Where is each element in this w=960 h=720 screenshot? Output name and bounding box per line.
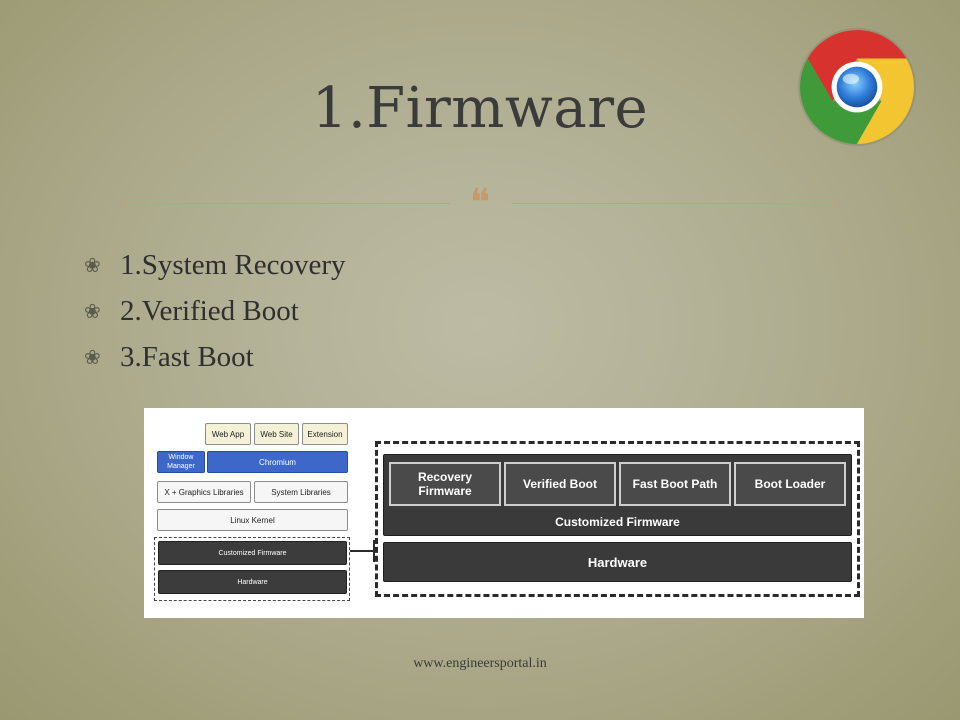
divider-line-right bbox=[512, 203, 838, 204]
extension-box: Extension bbox=[302, 423, 348, 445]
footer-url: www.engineersportal.in bbox=[413, 656, 547, 671]
bullet-item: ❀ 3.Fast Boot bbox=[84, 334, 346, 380]
boot-loader-box: Boot Loader bbox=[734, 462, 846, 506]
bullet-label: 2.Verified Boot bbox=[120, 294, 299, 327]
recovery-firmware-box: Recovery Firmware bbox=[389, 462, 501, 506]
window-manager-box: Window Manager bbox=[157, 451, 205, 473]
bullet-item: ❀ 2.Verified Boot bbox=[84, 288, 346, 334]
customized-firmware-small-box: Customized Firmware bbox=[158, 541, 347, 565]
architecture-diagram: Web App Web Site Extension Window Manage… bbox=[144, 408, 864, 618]
chromium-box: Chromium bbox=[207, 451, 348, 473]
bullet-label: 3.Fast Boot bbox=[120, 340, 254, 373]
hardware-panel: Hardware bbox=[383, 542, 852, 582]
connector-line bbox=[350, 550, 374, 552]
linux-kernel-box: Linux Kernel bbox=[157, 509, 348, 531]
firmware-highlight-box bbox=[154, 537, 350, 601]
web-app-box: Web App bbox=[205, 423, 251, 445]
bullet-label: 1.System Recovery bbox=[120, 248, 346, 281]
chrome-logo-icon bbox=[798, 28, 916, 146]
divider-line-left bbox=[120, 203, 450, 204]
fancy-bullet-icon: ❀ bbox=[84, 346, 101, 369]
fast-boot-path-box: Fast Boot Path bbox=[619, 462, 731, 506]
bullet-list: ❀ 1.System Recovery ❀ 2.Verified Boot ❀ … bbox=[84, 242, 346, 380]
hardware-small-box: Hardware bbox=[158, 570, 347, 594]
fancy-bullet-icon: ❀ bbox=[84, 254, 101, 277]
x-graphics-libraries-box: X + Graphics Libraries bbox=[157, 481, 251, 503]
web-site-box: Web Site bbox=[254, 423, 299, 445]
slide-title: 1.Firmware bbox=[311, 76, 649, 141]
system-libraries-box: System Libraries bbox=[254, 481, 348, 503]
verified-boot-box: Verified Boot bbox=[504, 462, 616, 506]
firmware-detail-box bbox=[375, 441, 860, 597]
bullet-item: ❀ 1.System Recovery bbox=[84, 242, 346, 288]
fancy-bullet-icon: ❀ bbox=[84, 300, 101, 323]
connector-bar bbox=[373, 540, 375, 562]
quote-ornament-icon: ❝ bbox=[469, 180, 491, 224]
